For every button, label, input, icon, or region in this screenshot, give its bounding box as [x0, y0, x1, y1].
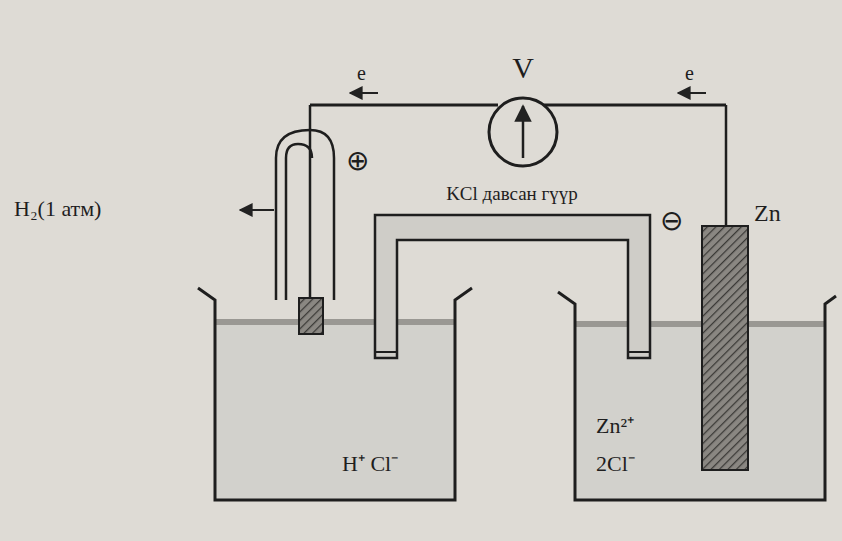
polarity-sign: ⊖ — [660, 206, 683, 237]
wire — [310, 104, 498, 107]
liquid-level — [576, 321, 824, 327]
salt-bridge-label: KCl давсан гүүр — [443, 184, 581, 205]
ion-label: 2Cl⁻ — [596, 452, 635, 476]
ion-label: H⁺ Cl⁻ — [342, 452, 398, 476]
electron-arrow — [350, 92, 378, 94]
bridge-plug — [376, 351, 396, 353]
ion-label: Zn²⁺ — [596, 414, 634, 438]
bridge-plug — [629, 351, 649, 353]
wire — [725, 105, 728, 226]
hydrogen-tube — [286, 144, 312, 300]
voltmeter: V — [479, 52, 567, 172]
liquid-level — [216, 319, 454, 325]
hydrogen-tube — [276, 130, 334, 300]
electron-label: e — [357, 62, 366, 84]
dial-outline — [489, 98, 557, 166]
platinum-electrode — [299, 298, 323, 334]
needle — [522, 106, 525, 158]
electron-label: e — [685, 62, 694, 84]
meter-symbol: V — [479, 52, 567, 84]
gas-label: H₂(1 атм) — [14, 197, 101, 221]
electron-arrow — [678, 92, 706, 94]
beaker — [558, 292, 836, 500]
zinc-electrode — [702, 226, 748, 470]
wire — [540, 104, 726, 107]
acid-solution — [216, 322, 454, 499]
salt-bridge — [375, 215, 650, 358]
polarity-sign: ⊕ — [346, 146, 369, 177]
electrode-label: Zn — [754, 200, 781, 226]
gas-arrow — [240, 209, 274, 211]
wire — [309, 105, 312, 300]
zinc-solution — [576, 324, 824, 499]
beaker — [198, 288, 472, 500]
